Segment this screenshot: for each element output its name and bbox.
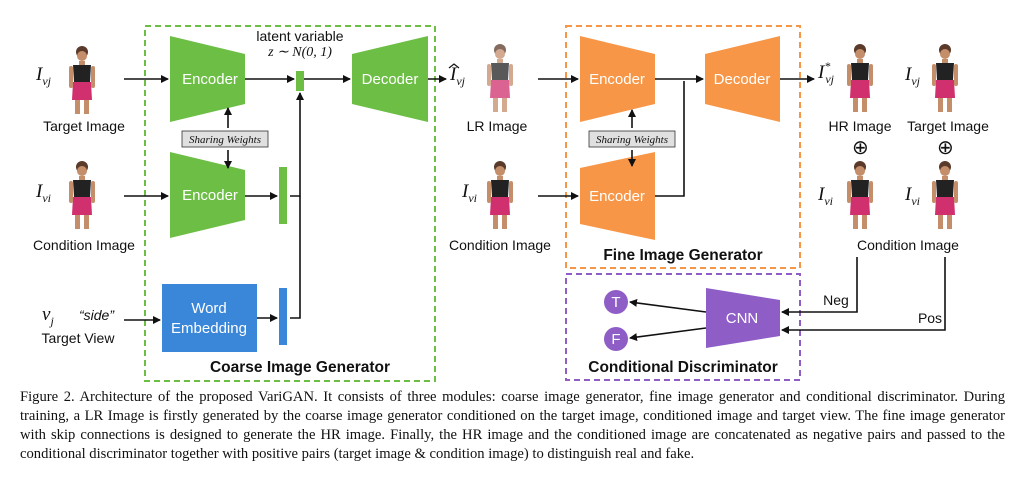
title-conditional-discriminator: Conditional Discriminator <box>588 359 777 376</box>
target-image-right <box>932 44 958 112</box>
symbol-vj: vj <box>42 304 54 328</box>
label-target-view: Target View <box>42 330 116 346</box>
hat-mark <box>448 63 460 69</box>
output-false <box>604 327 628 351</box>
symbol-i-vi-right-2: Ivi <box>904 184 920 208</box>
output-true-label: T <box>611 294 620 311</box>
arrow-pos-to-cnn <box>781 257 946 334</box>
title-fine-generator: Fine Image Generator <box>603 247 762 264</box>
word-embedding-label-2: Embedding <box>171 320 247 337</box>
hr-image <box>847 44 873 112</box>
condition-image-right-1 <box>847 161 873 229</box>
lr-image <box>487 44 513 112</box>
label-side: “side” <box>79 307 115 323</box>
sharing-weights-coarse <box>181 130 269 148</box>
fine-generator-border <box>565 25 801 269</box>
condition-feature-bar <box>279 167 287 224</box>
title-coarse-generator: Coarse Image Generator <box>210 359 390 376</box>
arrow-cnn-to-false <box>629 327 707 342</box>
symbol-i-star-vj: I*vj <box>817 59 835 86</box>
label-pos: Pos <box>918 310 942 326</box>
coarse-decoder-label: Decoder <box>362 71 419 88</box>
fine-decoder-label: Decoder <box>714 71 771 88</box>
label-condition-image-right: Condition Image <box>857 237 959 253</box>
label-target-image-right: Target Image <box>907 118 989 134</box>
coarse-generator-border <box>144 25 436 382</box>
label-target-image-left: Target Image <box>43 118 125 134</box>
fine-encoder-2-label: Encoder <box>589 188 645 205</box>
condition-image-left <box>69 161 95 229</box>
cnn-block <box>706 288 780 348</box>
coarse-encoder-1 <box>170 36 245 122</box>
output-true <box>604 290 628 314</box>
fine-decoder <box>705 36 780 122</box>
label-latent-variable: latent variable <box>256 28 343 44</box>
label-condition-image-left: Condition Image <box>33 237 135 253</box>
fine-encoder-2 <box>580 152 655 240</box>
view-feature-bar <box>279 288 287 345</box>
coarse-decoder <box>352 36 428 122</box>
label-latent-dist: z ∼ N(0, 1) <box>267 45 332 60</box>
label-condition-image-mid: Condition Image <box>449 237 551 253</box>
label-lr-image: LR Image <box>467 118 528 134</box>
word-embedding-label-1: Word <box>191 300 227 317</box>
arrow-neg-to-cnn <box>781 257 858 316</box>
concat-symbol-1: ⊕ <box>852 137 869 159</box>
latent-bar <box>296 71 304 91</box>
fine-encoder-1-label: Encoder <box>589 71 645 88</box>
sharing-weights-coarse-label: Sharing Weights <box>189 134 261 146</box>
symbol-i-vj-right: Ivj <box>904 64 921 88</box>
symbol-i-vi-right-1: Ivi <box>817 184 833 208</box>
architecture-diagram: Ivj Ivi Ivj Ivi I*vj Ivj Ivi Ivi vj ⊕ ⊕ … <box>33 25 989 382</box>
sharing-weights-fine <box>588 130 676 148</box>
label-hr-image: HR Image <box>828 118 891 134</box>
symbol-i-hat-vj: Ivj <box>449 64 466 88</box>
cnn-label: CNN <box>726 310 759 327</box>
fine-encoder-1 <box>580 36 655 122</box>
arrow-condition-bar-to-latent <box>290 92 304 197</box>
condition-image-mid <box>487 161 513 229</box>
figure-caption: Figure 2. Architecture of the proposed V… <box>20 389 1005 462</box>
line-fine-encoder2-up <box>655 81 685 197</box>
symbol-i-vj-left: Ivj <box>35 64 52 88</box>
symbol-i-vi-left: Ivi <box>35 181 51 205</box>
coarse-encoder-2-label: Encoder <box>182 187 238 204</box>
concat-symbol-2: ⊕ <box>937 137 954 159</box>
sharing-weights-fine-label: Sharing Weights <box>596 134 668 146</box>
coarse-encoder-1-label: Encoder <box>182 71 238 88</box>
symbol-i-vi-mid: Ivi <box>461 181 477 205</box>
output-false-label: F <box>611 331 620 348</box>
condition-image-right-2 <box>932 161 958 229</box>
line-view-bar-up <box>290 196 301 319</box>
arrow-cnn-to-true <box>629 298 707 313</box>
coarse-encoder-2 <box>170 152 245 238</box>
word-embedding-block <box>162 284 257 352</box>
label-neg: Neg <box>823 292 849 308</box>
target-image-left <box>69 46 95 114</box>
